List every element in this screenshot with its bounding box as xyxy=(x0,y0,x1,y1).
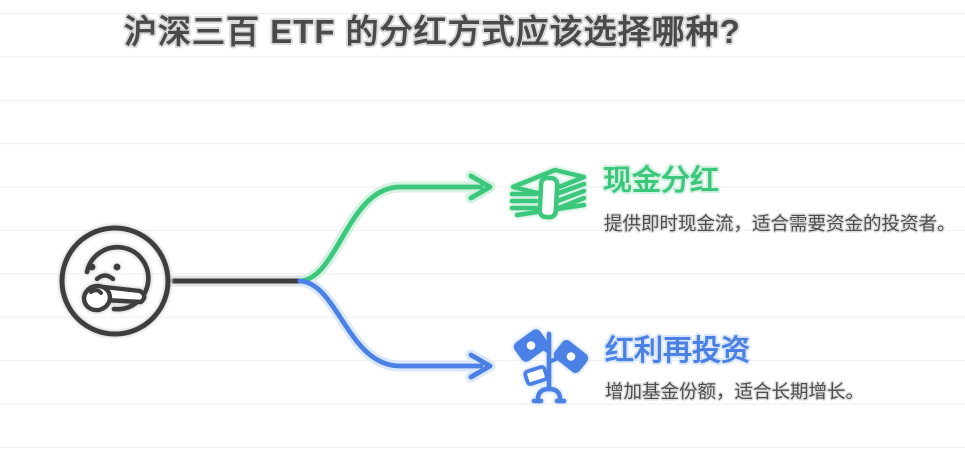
cash-stack-icon xyxy=(509,167,587,220)
branch-description-dividend-reinvestment: 增加基金份额，适合长期增长。 xyxy=(605,381,865,402)
money-plant-icon xyxy=(513,329,589,404)
branch-label-dividend-reinvestment: 红利再投资 xyxy=(605,335,751,367)
branch-description-cash-dividend: 提供即时现金流，适合需要资金的投资者。 xyxy=(604,213,956,234)
cash-branch-arrowhead xyxy=(468,173,493,201)
reinvest-branch-line xyxy=(297,278,484,369)
thinking-face-icon xyxy=(59,225,171,337)
branch-label-cash-dividend: 现金分红 xyxy=(603,165,720,197)
cash-branch-line xyxy=(297,184,484,284)
reinvest-branch-arrowhead xyxy=(468,352,493,380)
page-title: 沪深三百 ETF 的分红方式应该选择哪种? xyxy=(124,13,741,50)
